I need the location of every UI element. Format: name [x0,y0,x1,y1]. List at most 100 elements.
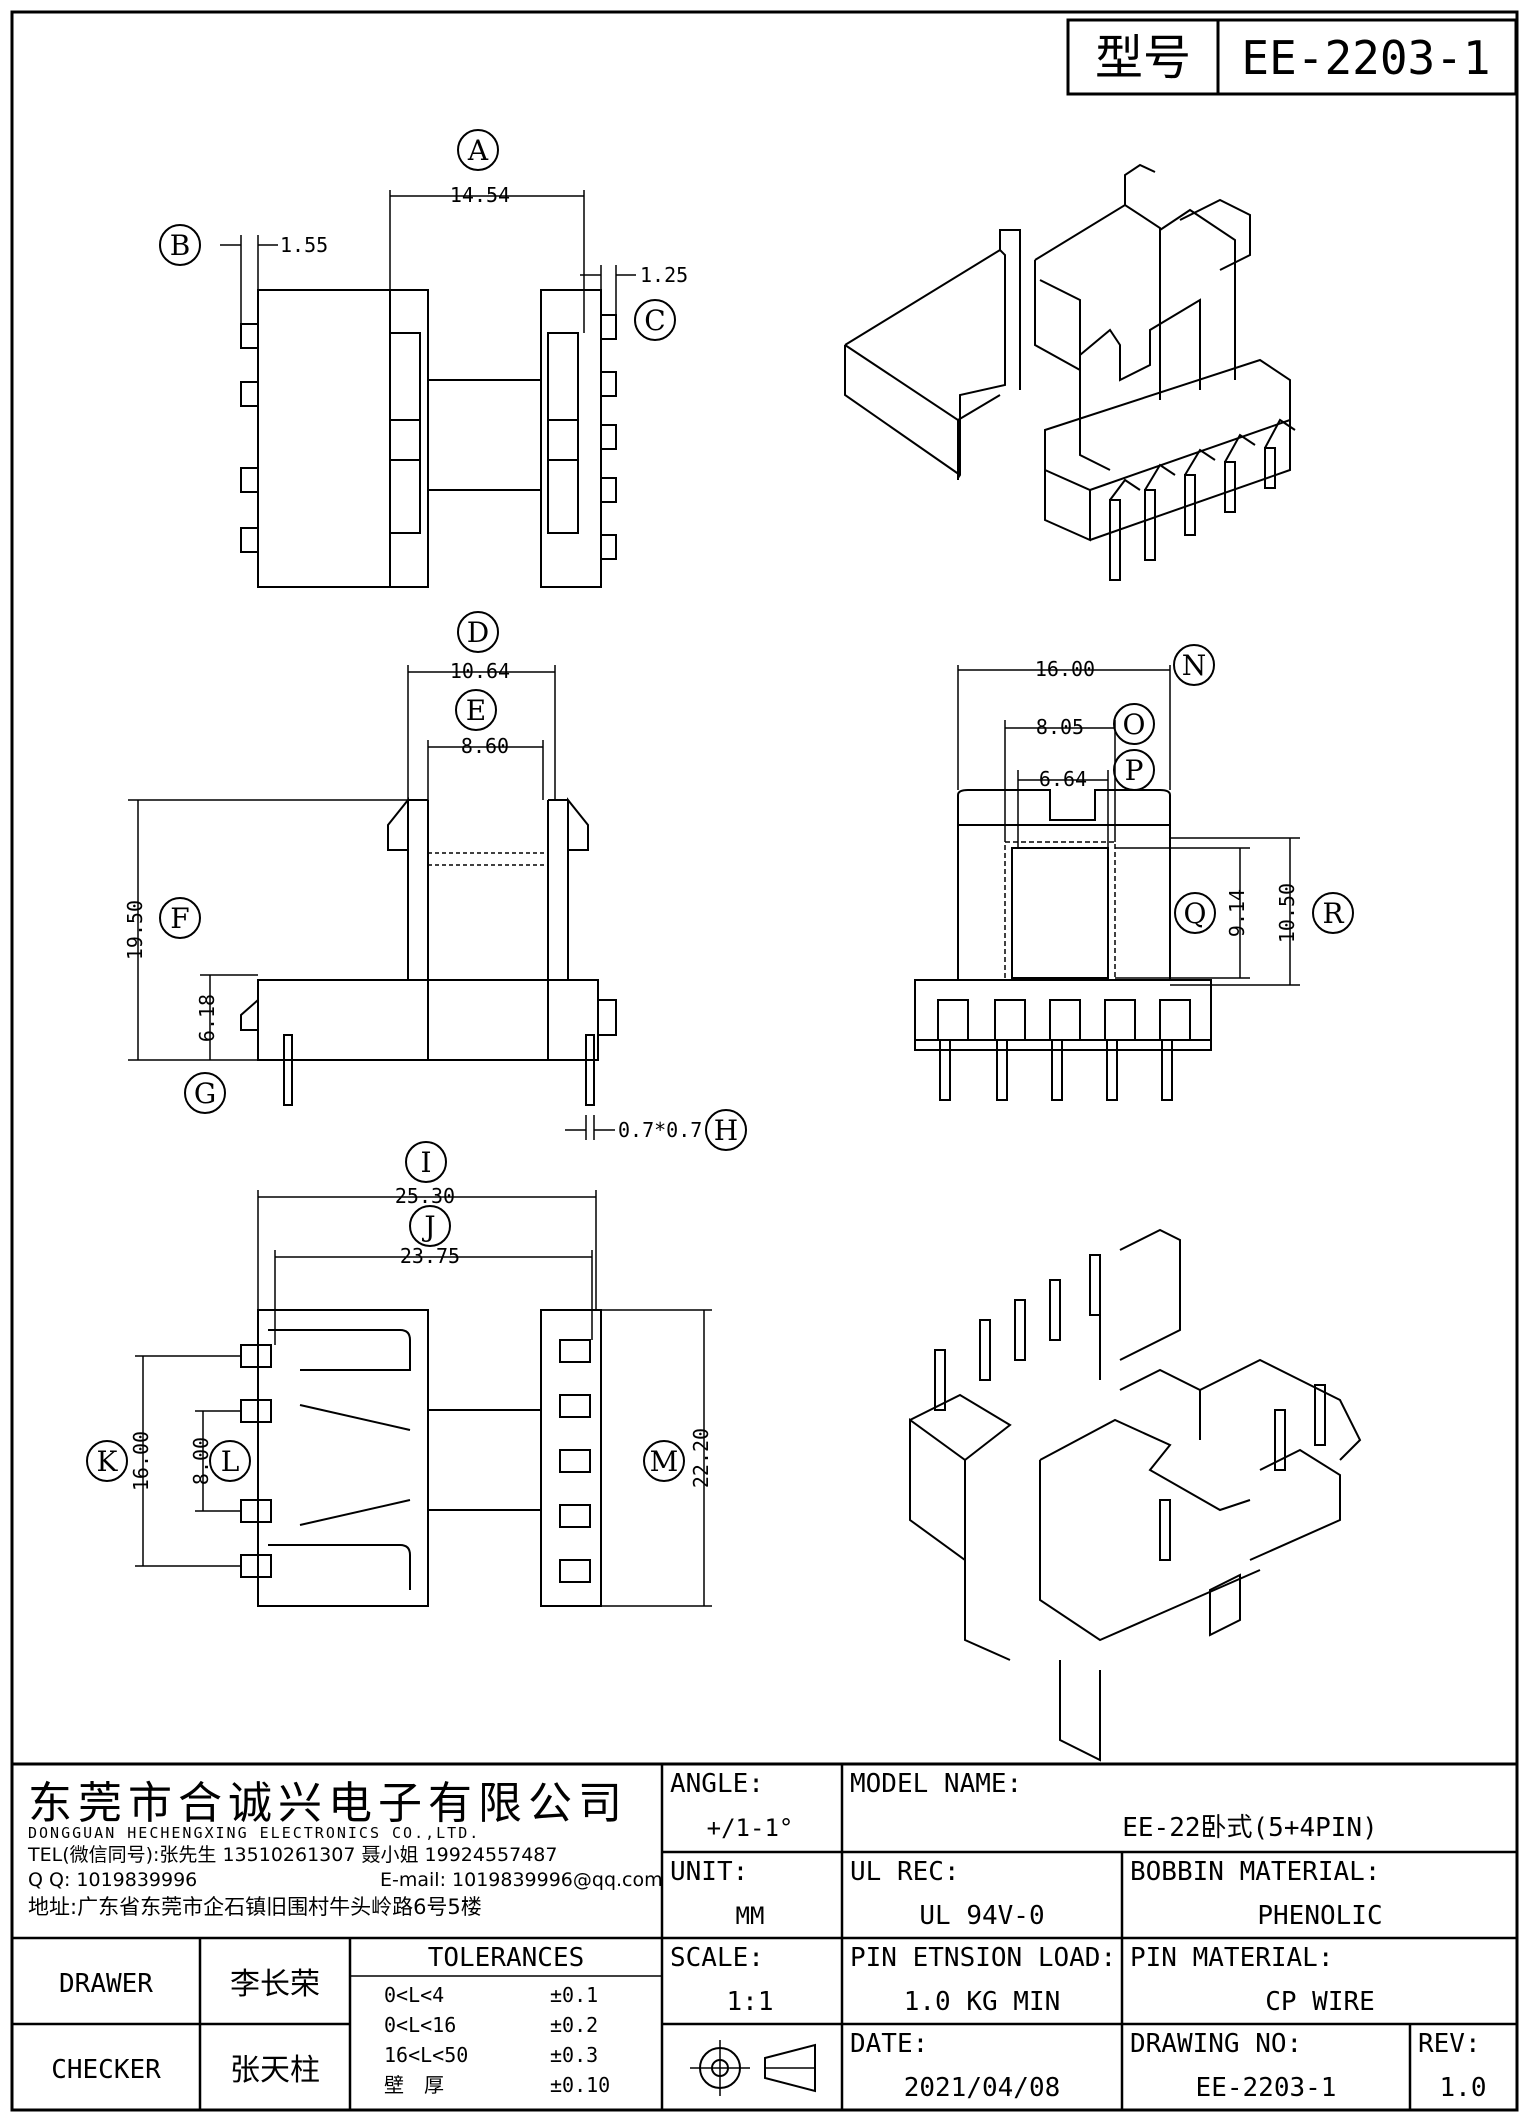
circled-label-text: I [420,1146,431,1179]
company-email: E-mail: 1019839996@qq.com [380,1869,663,1891]
ul-rec-label: UL REC: [850,1857,960,1887]
circled-label-text: A [467,134,489,167]
circled-label-text: R [1322,897,1344,930]
pin-material-value: CP WIRE [1265,1987,1375,2017]
dim-c-value: 1.25 [640,263,688,287]
dim-k-value: 16.00 [129,1431,153,1491]
sheet-border [10,10,1519,2112]
circled-label-text: C [644,304,665,337]
dim-m-value: 22.20 [689,1428,713,1488]
company-tel: TEL(微信同号):张先生 13510261307 聂小姐 1992455748… [27,1844,558,1866]
circled-label-g: G [184,1072,226,1114]
drawing-no-label: DRAWING NO: [1130,2029,1302,2059]
tolerance-value: ±0.3 [550,2043,598,2067]
tolerance-range: 16<L<50 [384,2043,468,2067]
unit-value: MM [736,1902,765,1930]
bottom-view [135,1190,712,1607]
model-header-label: 型号 [1095,30,1191,86]
circled-label-e: E [455,689,497,731]
circled-label-text: D [467,616,489,649]
circled-label-text: N [1182,649,1207,682]
dim-q-value: 9.14 [1225,889,1249,937]
circled-label-k: K [86,1440,128,1482]
circled-label-a: A [457,129,499,171]
dim-a-value: 14.54 [450,183,510,207]
date-label: DATE: [850,2029,928,2059]
circled-label-q: Q [1174,892,1216,934]
circled-label-text: H [714,1114,738,1147]
tolerance-value: ±0.1 [550,1983,598,2007]
rev-value: 1.0 [1440,2073,1487,2103]
tolerance-range: 0<L<4 [384,1983,444,2007]
date-value: 2021/04/08 [904,2073,1061,2103]
dim-i-value: 25.30 [395,1184,455,1208]
circled-label-text: Q [1184,897,1207,930]
checker-label: CHECKER [51,2055,161,2085]
tolerance-range: 0<L<16 [384,2013,456,2037]
side-view [128,665,617,1140]
model-header-value: EE-2203-1 [1241,31,1490,85]
circled-label-o: O [1113,703,1155,745]
bobbin-material-label: BOBBIN MATERIAL: [1130,1857,1380,1887]
company-qq: Q Q: 1019839996 [28,1869,197,1891]
tolerances-label: TOLERANCES [428,1943,585,1973]
scale-label: SCALE: [670,1943,764,1973]
circled-label-text: K [97,1445,119,1478]
circled-label-n: N [1173,644,1215,686]
circled-label-text: E [466,694,486,727]
model-name-value: EE-22卧式(5+4PIN) [1122,1813,1378,1843]
circled-label-r: R [1312,892,1354,934]
circled-label-b: B [159,224,201,266]
dim-o-value: 8.05 [1036,715,1084,739]
dim-h-value: 0.7*0.7 [618,1118,702,1142]
dim-p-value: 6.64 [1039,767,1087,791]
ul-rec-value: UL 94V-0 [919,1901,1044,1931]
dim-r-value: 10.50 [1275,883,1299,943]
top-view [220,190,636,588]
unit-label: UNIT: [670,1857,748,1887]
circled-label-text: G [194,1077,216,1110]
drawing-no-value: EE-2203-1 [1196,2073,1337,2103]
rev-label: REV: [1418,2029,1481,2059]
dim-n-value: 16.00 [1035,657,1095,681]
isometric-view-top [844,163,1296,581]
circled-label-text: O [1123,708,1146,741]
dim-f-value: 19.50 [123,900,147,960]
circled-label-text: M [650,1445,679,1478]
dim-g-value: 6.18 [195,994,219,1042]
tolerances-table: 0<L<4 ±0.1 0<L<16 ±0.2 16<L<50 ±0.3 壁 厚 ±0.10 [384,1983,610,2097]
circled-label-d: D [457,611,499,653]
company-name-cn: 东莞市合诚兴电子有限公司 [28,1778,628,1829]
pin-load-value: 1.0 KG MIN [904,1987,1061,2017]
tolerance-range: 壁 厚 [384,2073,444,2097]
circled-label-text: L [221,1445,240,1478]
pin-material-label: PIN MATERIAL: [1130,1943,1334,1973]
tolerance-value: ±0.10 [550,2073,610,2097]
dim-d-value: 10.64 [450,659,510,683]
circled-label-c: C [634,299,676,341]
front-view [914,665,1300,1101]
title-block [12,1762,1517,2110]
circled-label-i: I [405,1141,447,1183]
angle-value: +/1-1° [707,1814,794,1842]
circled-label-text: J [421,1210,435,1243]
dim-e-value: 8.60 [461,734,509,758]
drawer-value: 李长荣 [230,1967,320,2002]
drawer-label: DRAWER [59,1969,153,1999]
checker-value: 张天柱 [230,2053,320,2088]
company-name-en: DONGGUAN HECHENGXING ELECTRONICS CO.,LTD… [28,1824,480,1842]
model-name-label: MODEL NAME: [850,1769,1022,1799]
model-header: 型号 EE-2203-1 [1066,18,1518,96]
circled-label-text: B [170,229,191,262]
pin-load-label: PIN ETNSION LOAD: [850,1943,1116,1973]
circled-label-j: J [409,1205,451,1247]
tolerance-value: ±0.2 [550,2013,598,2037]
scale-value: 1:1 [727,1987,774,2017]
company-address: 地址:广东省东莞市企石镇旧围村牛头岭路6号5楼 [28,1895,482,1919]
circled-label-h: H [705,1109,747,1151]
dim-j-value: 23.75 [400,1244,460,1268]
circled-label-m: M [643,1440,685,1482]
circled-label-l: L [209,1440,251,1482]
